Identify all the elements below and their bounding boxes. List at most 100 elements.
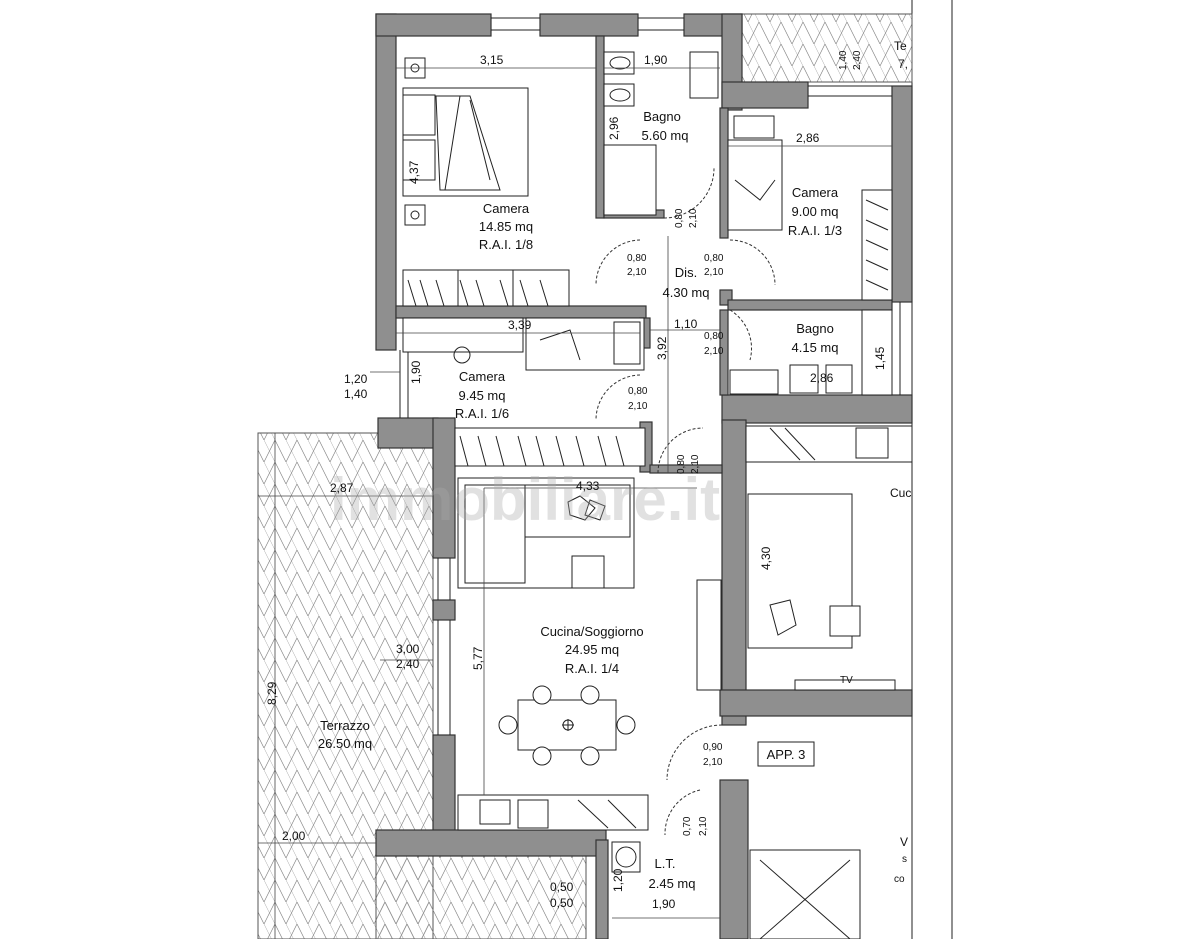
coffee-table	[571, 555, 605, 589]
door-h-w: 0,70	[682, 816, 693, 836]
dis-area: 4.30 mq	[663, 285, 710, 300]
edge-cuc: Cuc	[890, 486, 911, 500]
dim-392: 3,92	[655, 336, 669, 360]
dis-name: Dis.	[675, 265, 697, 280]
dimension-texts: 3,15 1,90 2,96 4,37 2,86 3,39 1,10 3,92 …	[265, 50, 887, 911]
washbasin	[689, 51, 719, 99]
dimension-lines	[258, 67, 892, 939]
bagno1-area: 5.60 mq	[642, 128, 689, 143]
edge-s: s	[902, 854, 907, 865]
sink	[479, 799, 511, 825]
door-e-h: 2,10	[628, 401, 648, 412]
watermark: immobiliare.it	[330, 466, 720, 533]
dim-286b: 2,86	[810, 371, 834, 385]
door-d-w: 0,80	[704, 331, 724, 342]
dim-190a: 1,90	[644, 53, 668, 67]
camera1-area: 14.85 mq	[479, 219, 533, 234]
door-a-h: 2,10	[688, 208, 699, 228]
edge-te-val: 7,	[898, 57, 908, 71]
cooktop	[517, 799, 549, 829]
windows	[399, 17, 901, 735]
door-swings	[595, 167, 776, 836]
apartment-label-box	[757, 741, 815, 767]
dim-315: 3,15	[480, 53, 504, 67]
dim-829: 8,29	[265, 681, 279, 705]
dim-286a: 2,86	[796, 131, 820, 145]
door-g-w: 0,90	[703, 742, 723, 753]
dim-145: 1,45	[873, 346, 887, 370]
edge-labels: Te 7, Cuc V s co TV	[840, 39, 911, 885]
dim-437: 4,37	[407, 160, 421, 184]
terrazzo-area: 26.50 mq	[318, 736, 372, 751]
stairwell	[749, 849, 861, 939]
camera1-name: Camera	[483, 201, 530, 216]
camera3-rai: R.A.I. 1/6	[455, 406, 509, 421]
wardrobe	[402, 269, 570, 307]
bidet	[603, 83, 635, 107]
camera3-name: Camera	[459, 369, 506, 384]
door-g-h: 2,10	[703, 757, 723, 768]
toilet	[603, 51, 635, 75]
dim-190c: 1,90	[652, 897, 676, 911]
dim-140b: 1,40	[838, 50, 849, 70]
edge-co: co	[894, 874, 905, 885]
dim-430: 4,30	[759, 546, 773, 570]
dim-339: 3,39	[508, 318, 532, 332]
shower-2	[861, 309, 893, 396]
dim-433: 4,33	[576, 479, 600, 493]
door-e-w: 0,80	[628, 386, 648, 397]
room-labels: Camera 14.85 mq R.A.I. 1/8 Bagno 5.60 mq…	[318, 109, 842, 891]
dim-140a: 1,40	[344, 387, 368, 401]
camera2-name: Camera	[792, 185, 839, 200]
door-f-h: 2,10	[690, 454, 701, 474]
apartment-label: APP. 3	[767, 747, 806, 762]
single-bed	[727, 139, 783, 231]
door-d-h: 2,10	[704, 346, 724, 357]
furniture	[402, 51, 913, 939]
shower-tray	[603, 144, 657, 216]
door-a-w: 0,80	[674, 208, 685, 228]
lt-area: 2.45 mq	[649, 876, 696, 891]
dim-300: 3,00	[396, 642, 420, 656]
terrazzo-lower-hatch	[375, 854, 587, 939]
dim-190b: 1,90	[409, 360, 423, 384]
door-b-h: 2,10	[627, 267, 647, 278]
soggiorno-area: 24.95 mq	[565, 642, 619, 657]
dim-050b: 0,50	[550, 896, 574, 910]
door-dimensions: 0,80 2,10 0,80 2,10 0,80 2,10 0,80 2,10 …	[627, 208, 724, 836]
camera1-rai: R.A.I. 1/8	[479, 237, 533, 252]
bidet-2	[825, 364, 853, 394]
exterior-walls	[375, 13, 913, 939]
camera3-area: 9.45 mq	[459, 388, 506, 403]
dim-240b: 2,40	[852, 50, 863, 70]
dim-240a: 2,40	[396, 657, 420, 671]
dim-577: 5,77	[471, 646, 485, 670]
top-terrace-hatch	[741, 13, 913, 83]
door-h-h: 2,10	[698, 816, 709, 836]
camera2-area: 9.00 mq	[792, 204, 839, 219]
washbasin-2	[729, 369, 779, 395]
door-c-h: 2,10	[704, 267, 724, 278]
camera2-rai: R.A.I. 1/3	[788, 223, 842, 238]
bagno2-name: Bagno	[796, 321, 834, 336]
soggiorno-rai: R.A.I. 1/4	[565, 661, 619, 676]
edge-te: Te	[894, 39, 907, 53]
edge-v: V	[900, 835, 908, 849]
dim-200: 2,00	[282, 829, 306, 843]
terrazzo-name: Terrazzo	[320, 718, 370, 733]
door-f-w: 0,80	[676, 454, 687, 474]
wardrobe-camera3	[454, 427, 646, 467]
dim-110: 1,10	[674, 317, 698, 331]
door-c-w: 0,80	[704, 253, 724, 264]
dim-120: 1,20	[344, 372, 368, 386]
tv-unit	[696, 579, 722, 691]
toilet-2	[789, 364, 819, 394]
dim-296: 2,96	[607, 116, 621, 140]
bagno1-name: Bagno	[643, 109, 681, 124]
dim-120b: 1,20	[611, 868, 625, 892]
door-b-w: 0,80	[627, 253, 647, 264]
lt-name: L.T.	[655, 856, 676, 871]
soggiorno-name: Cucina/Soggiorno	[540, 624, 643, 639]
bagno2-area: 4.15 mq	[792, 340, 839, 355]
